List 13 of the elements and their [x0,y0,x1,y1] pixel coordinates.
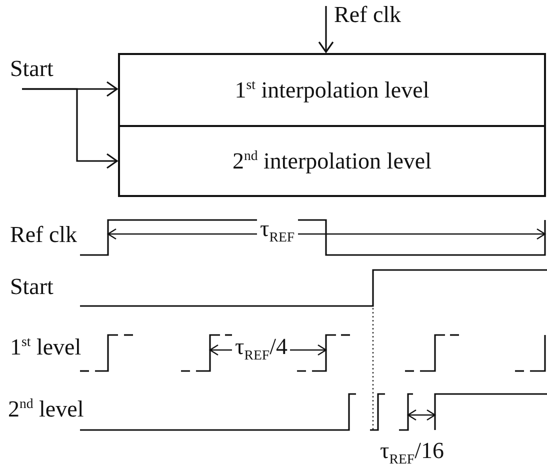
box-label: 1$^{st}$ interpolation level [234,76,430,104]
arrow [318,6,334,53]
box-label: 2$^{nd}$ interpolation level [232,148,432,174]
process-box [118,125,546,197]
arrow [22,88,118,169]
signal-label: Ref clk [10,222,78,248]
signal-label: 1$^{st}$ level [10,334,82,360]
time-label: τ$_{REF}$/16 [380,438,444,466]
signal-label: Start [10,274,54,300]
signal-label: Ref clk [334,2,402,28]
process-box [118,53,546,127]
signal-label: 2$^{nd}$ level [8,396,84,422]
signal-label: Start [10,56,54,82]
